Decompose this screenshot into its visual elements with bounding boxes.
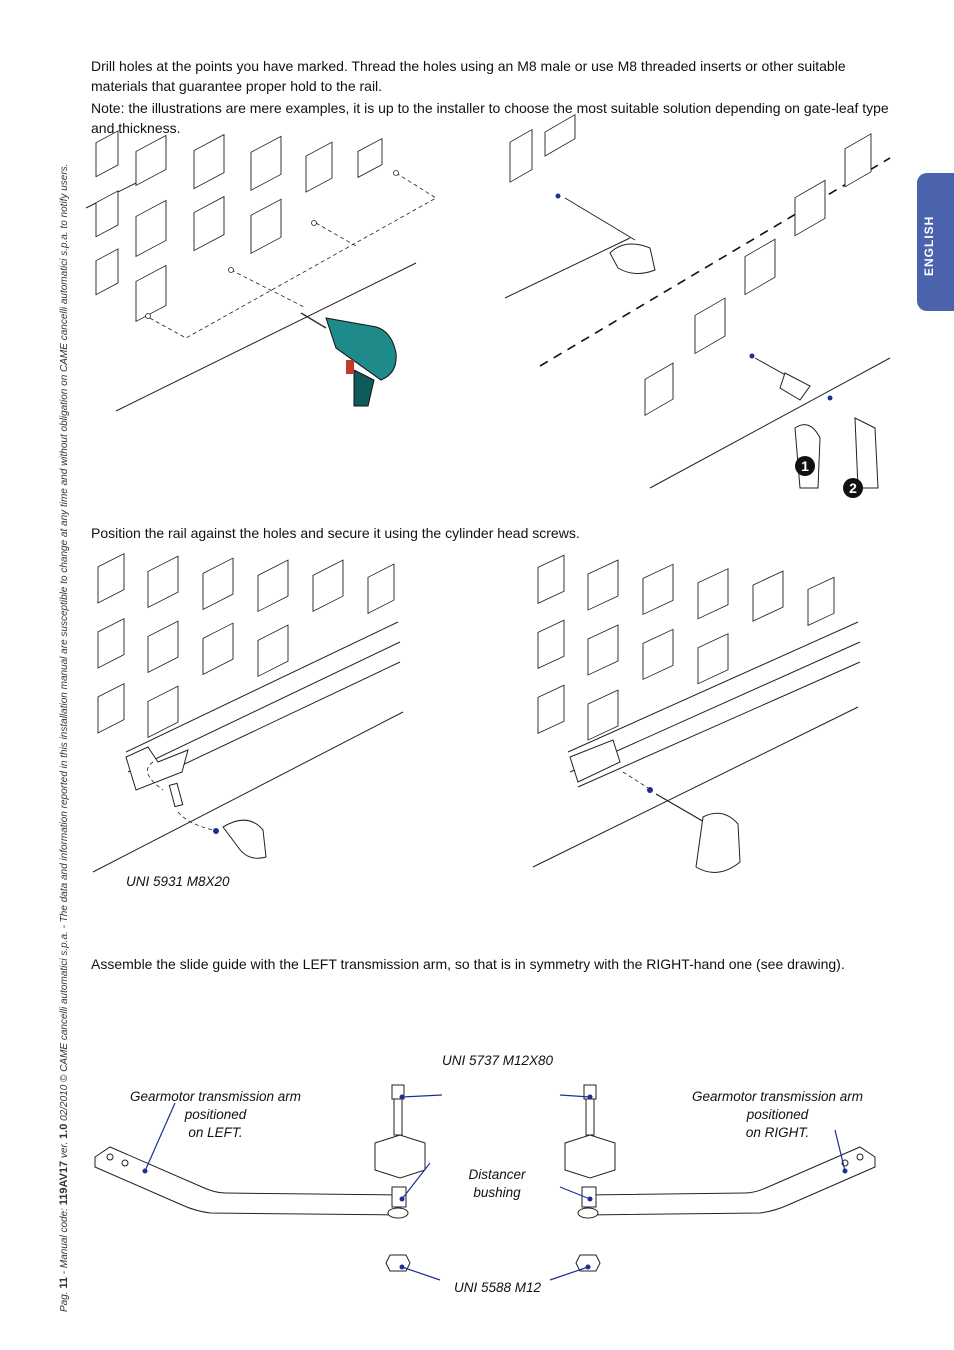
language-tab-label: ENGLISH: [922, 215, 936, 276]
page-number: 11: [58, 1277, 70, 1289]
bushing-label-line2: bushing: [473, 1185, 521, 1200]
right-arm-label-line2: on RIGHT.: [745, 1125, 810, 1140]
note-text: Note: the illustrations are mere example…: [91, 100, 889, 136]
code-prefix: - Manual code:: [59, 1208, 70, 1275]
left-arm-label: Gearmotor transmission arm positioned on…: [98, 1088, 333, 1142]
legal-notice: 02/2010 © CAME cancelli automatici s.p.a…: [59, 163, 70, 1121]
version: 1.0: [58, 1123, 70, 1139]
bushing-label-line1: Distancer: [468, 1167, 526, 1182]
right-guide-stack: [564, 1084, 616, 1272]
rail-instruction: Position the rail against the holes and …: [91, 525, 580, 541]
footer-sidebar: Pag. 11 - Manual code: 119AV17 ver. 1.0 …: [58, 164, 70, 1312]
bolt-spec-label: UNI 5737 M12X80: [442, 1053, 554, 1068]
step-1-number: 1: [801, 458, 809, 474]
step-1-badge: [795, 456, 815, 476]
bushing-label: Distancer bushing: [458, 1166, 536, 1202]
left-arm-label-line2: on LEFT.: [188, 1125, 243, 1140]
language-tab[interactable]: ENGLISH: [917, 173, 954, 311]
left-guide-stack: [374, 1084, 426, 1272]
slide-guide-instruction: Assemble the slide guide with the LEFT t…: [91, 956, 845, 972]
version-prefix: ver.: [59, 1141, 70, 1159]
screw-spec-label: UNI 5931 M8X20: [126, 874, 230, 889]
threading-illustration: 1 2: [504, 113, 891, 498]
rail-tightening-illustration: [532, 554, 861, 873]
nut-spec-label: UNI 5588 M12: [454, 1280, 542, 1295]
step-2-number: 2: [849, 480, 857, 496]
drilling-illustration: [85, 130, 437, 412]
step-2-badge: [843, 478, 863, 498]
left-arm: [94, 1146, 401, 1216]
drill-icon: [300, 312, 397, 407]
drill-instruction: Drill holes at the points you have marke…: [91, 58, 846, 94]
manual-code: 119AV17: [58, 1160, 70, 1206]
page-prefix: Pag.: [59, 1291, 70, 1312]
left-arm-label-line1: Gearmotor transmission arm positioned: [129, 1089, 302, 1122]
rail-screw-illustration: [92, 552, 404, 873]
right-arm: [584, 1146, 876, 1216]
right-arm-label-line1: Gearmotor transmission arm positioned: [691, 1089, 864, 1122]
transmission-arm-illustration: [94, 1084, 876, 1281]
right-arm-label: Gearmotor transmission arm positioned on…: [660, 1088, 895, 1142]
